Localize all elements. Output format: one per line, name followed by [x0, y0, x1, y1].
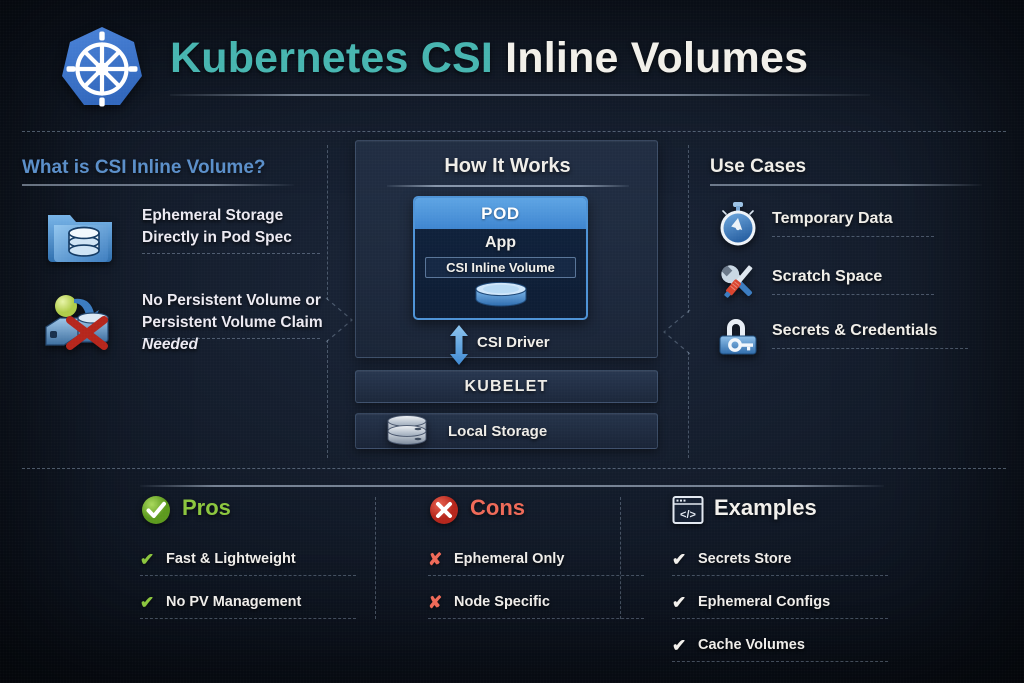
cons-header: Cons: [428, 494, 678, 534]
list-item-underline: [140, 618, 356, 619]
list-item-line2: Directly in Pod Spec: [142, 229, 292, 246]
examples-header: </> Examples: [672, 494, 922, 534]
header: Kubernetes CSI Inline Volumes: [42, 18, 982, 114]
pros-header: Pros: [140, 494, 390, 534]
use-case-item: Scratch Space: [700, 258, 980, 310]
check-icon: ✔: [672, 593, 687, 612]
check-icon: ✔: [672, 550, 687, 569]
red-x-circle-icon: [428, 494, 460, 526]
section-pros: Pros ✔ Fast & Lightweight ✔ No PV Manage…: [140, 494, 390, 626]
pod-header-label: POD: [415, 198, 586, 229]
examples-title: Examples: [714, 495, 817, 520]
list-item: ✔ Ephemeral Configs: [672, 592, 922, 626]
list-item-underline: [672, 618, 888, 619]
use-case-item: Secrets & Credentials: [700, 312, 980, 364]
list-item: ✘ Ephemeral Only: [428, 549, 678, 583]
x-icon: ✘: [428, 593, 443, 612]
green-check-circle-icon: [140, 494, 172, 526]
use-case-label: Scratch Space: [772, 268, 883, 285]
list-item-label: Ephemeral Configs: [698, 594, 831, 610]
divider-left-lower: [327, 340, 328, 458]
check-icon: ✔: [672, 636, 687, 655]
divider-right-upper: [688, 145, 689, 313]
center-section-title: How It Works: [444, 155, 571, 177]
use-case-underline: [772, 236, 934, 237]
blue-disk-icon: [472, 282, 530, 308]
list-item-label: Cache Volumes: [698, 637, 805, 653]
divider-bottom: [22, 468, 1006, 469]
title-accent: Kubernetes CSI: [170, 34, 493, 82]
list-item-line2: Persistent Volume Claim: [142, 314, 323, 331]
check-icon: ✔: [140, 593, 155, 612]
use-case-item: Temporary Data: [700, 200, 980, 252]
use-case-label: Temporary Data: [772, 210, 893, 227]
list-item: ✔ Secrets Store: [672, 549, 922, 583]
local-disk-icon: [380, 414, 436, 448]
list-item-label: No PV Management: [166, 594, 302, 610]
list-item-underline: [428, 575, 644, 576]
list-item-label: Ephemeral Only: [454, 551, 565, 567]
pros-title: Pros: [182, 495, 231, 520]
stopwatch-icon: [714, 200, 762, 248]
use-case-underline: [772, 348, 968, 349]
list-item-underline: [142, 338, 320, 339]
title-main: Inline Volumes: [505, 34, 809, 82]
lock-key-icon: [714, 312, 762, 360]
list-item-underline: [672, 575, 888, 576]
list-item-underline: [672, 661, 888, 662]
divider-bottom-1: [375, 497, 376, 619]
list-item: ✔ Fast & Lightweight: [140, 549, 390, 583]
list-item-line1: No Persistent Volume or: [142, 292, 321, 309]
list-item-label: Secrets Store: [698, 551, 792, 567]
right-section-title: Use Cases: [710, 156, 807, 177]
page-title: Kubernetes CSI Inline Volumes: [170, 34, 808, 83]
use-case-label: Secrets & Credentials: [772, 322, 938, 339]
left-section-underline: [22, 184, 294, 186]
csi-driver-label: CSI Driver: [477, 334, 550, 351]
list-item-underline: [428, 618, 644, 619]
chevron-right-icon: [322, 296, 356, 344]
list-item-label: Node Specific: [454, 594, 550, 610]
center-section-underline: [387, 185, 629, 187]
list-item: ✔ Cache Volumes: [672, 635, 922, 669]
folder-database-icon: [44, 205, 116, 265]
divider-top: [22, 131, 1006, 132]
right-section-underline: [710, 184, 982, 186]
code-window-icon: </>: [672, 494, 704, 526]
bottom-divider: [140, 485, 884, 487]
left-section-title: What is CSI Inline Volume?: [22, 157, 266, 178]
list-item-underline: [142, 253, 320, 254]
list-item-text: No Persistent Volume or Persistent Volum…: [142, 290, 342, 356]
divider-right-lower: [688, 352, 689, 458]
x-icon: ✘: [428, 550, 443, 569]
list-item-label: Fast & Lightweight: [166, 551, 296, 567]
local-storage-bar: Local Storage: [355, 413, 658, 449]
list-item: ✔ No PV Management: [140, 592, 390, 626]
check-icon: ✔: [140, 550, 155, 569]
double-arrow-vertical-icon: [449, 325, 469, 365]
list-item-line2-emphasis: Needed: [142, 336, 198, 353]
list-item-line1: Ephemeral Storage: [142, 207, 284, 224]
title-underline: [170, 94, 870, 96]
divider-left-upper: [327, 145, 328, 300]
csi-inline-volume-box: CSI Inline Volume: [425, 257, 576, 278]
kubelet-bar: KUBELET: [355, 370, 658, 403]
section-cons: Cons ✘ Ephemeral Only ✘ Node Specific: [428, 494, 678, 626]
chevron-left-icon: [660, 308, 694, 356]
section-examples: </> Examples ✔ Secrets Store ✔ Ephemeral…: [672, 494, 922, 669]
local-storage-label: Local Storage: [448, 422, 548, 440]
list-item-text: Ephemeral Storage Directly in Pod Spec: [142, 205, 342, 249]
list-item-underline: [140, 575, 356, 576]
svg-text:</>: </>: [680, 509, 696, 521]
pod-box: POD App CSI Inline Volume: [413, 196, 588, 320]
kubelet-label: KUBELET: [464, 377, 549, 395]
pod-app-label: App: [484, 234, 517, 251]
list-item: ✘ Node Specific: [428, 592, 678, 626]
kubernetes-logo: [56, 23, 148, 115]
divider-bottom-2: [620, 497, 621, 619]
cons-title: Cons: [470, 495, 525, 520]
storage-disabled-icon: [44, 290, 116, 350]
tools-icon: [714, 258, 762, 306]
use-case-underline: [772, 294, 934, 295]
